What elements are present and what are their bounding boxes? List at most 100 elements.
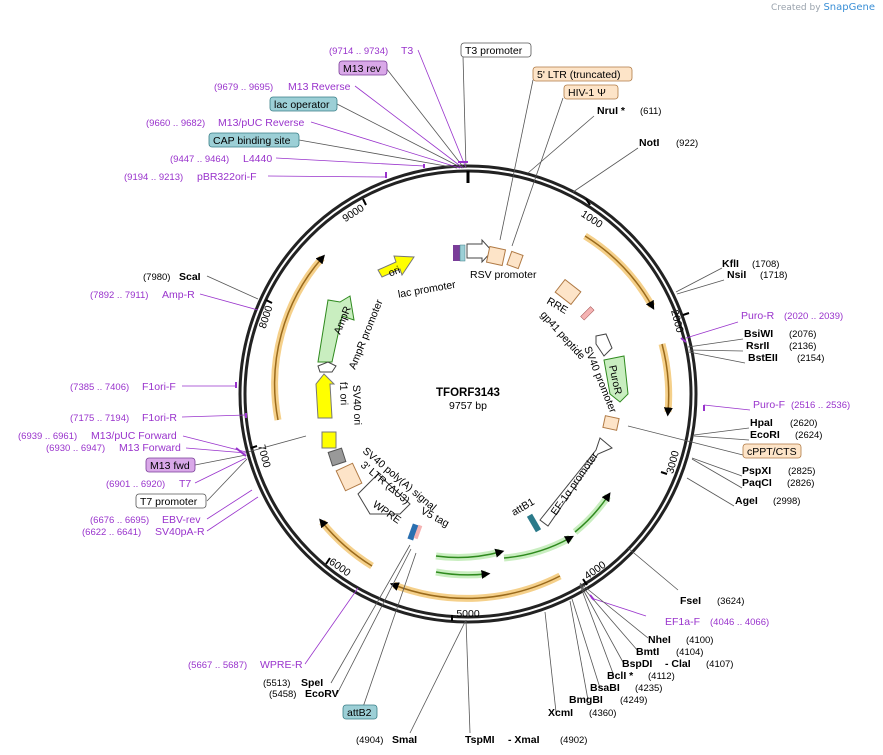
enzyme-tspmi: TspMI <box>465 734 495 746</box>
box-attb2: attB2 <box>347 707 372 719</box>
enzyme-noti: NotI <box>639 137 659 149</box>
feature-gp41-peptide: gp41 peptide <box>538 309 588 362</box>
enzyme-paqci: PaqCI <box>742 477 772 489</box>
enzyme-bcli-pos: (4112) <box>648 671 675 682</box>
enzyme-agei: AgeI <box>735 495 758 507</box>
tick-label-2000: 2000 <box>668 308 686 334</box>
primer-ebv-rev: EBV-rev <box>162 514 201 526</box>
green-arcs <box>435 492 611 579</box>
orf-arcs <box>271 233 673 602</box>
primer-m13puc-forward: M13/pUC Forward <box>91 430 177 442</box>
plasmid-name: TFORF3143 <box>436 387 500 399</box>
enzyme-xcmi: XcmI <box>548 707 573 719</box>
tick-marks <box>250 171 690 621</box>
primer-amp-r-pos: (7892 .. 7911) <box>90 290 148 301</box>
enzyme-bmgbi-pos: (4249) <box>620 695 647 706</box>
primer-t7-pos: (6901 .. 6920) <box>106 479 165 490</box>
enzyme-xmai-pos: (4902) <box>560 735 587 746</box>
primer-l4440: L4440 <box>243 153 272 165</box>
box-cppt-cts: cPPT/CTS <box>747 446 797 458</box>
tick-label-8000: 8000 <box>257 304 276 330</box>
primer-m13puc-reverse: M13/pUC Reverse <box>218 117 305 129</box>
primer-puro-r: Puro-R <box>741 310 775 322</box>
feature-v5-tag: V5 tag <box>419 505 452 530</box>
primer-f1ori-f-pos: (7385 .. 7406) <box>70 382 129 393</box>
primer-marks <box>235 161 705 601</box>
feature-shapes <box>315 238 629 541</box>
enzyme-spei-pos: (5513) <box>263 678 290 689</box>
primer-m13-reverse: M13 Reverse <box>288 81 351 93</box>
primer-pbr322ori-f: pBR322ori-F <box>197 171 257 183</box>
enzyme-xmai: - XmaI <box>508 734 540 746</box>
enzyme-bsteii: BstEII <box>748 352 778 364</box>
primer-ef1a-f-pos: (4046 .. 4066) <box>710 617 769 628</box>
enzyme-bspdi: BspDI <box>622 658 652 670</box>
enzyme-bmti: BmtI <box>636 646 659 658</box>
primer-m13-forward: M13 Forward <box>119 442 181 454</box>
enzyme-bsiwi: BsiWI <box>744 328 773 340</box>
primer-m13-forward-pos: (6930 .. 6947) <box>46 443 105 454</box>
primer-sv40pa-r: SV40pA-R <box>155 526 205 538</box>
enzyme-xcmi-pos: (4360) <box>589 708 616 719</box>
primer-ebv-rev-pos: (6676 .. 6695) <box>90 515 149 526</box>
enzyme-rsrii-pos: (2136) <box>789 341 816 352</box>
tick-label-3000: 3000 <box>664 449 682 475</box>
primer-f1ori-r-pos: (7175 .. 7194) <box>70 413 129 424</box>
box-m13-rev: M13 rev <box>343 63 382 75</box>
enzyme-pspxi-pos: (2825) <box>788 466 815 477</box>
box-t7-promoter: T7 promoter <box>140 496 198 508</box>
enzyme-nhei: NheI <box>648 634 671 646</box>
feature-f1-ori: f1 ori <box>337 382 350 406</box>
enzyme-noti-pos: (922) <box>676 138 698 149</box>
enzyme-fsei-pos: (3624) <box>717 596 744 607</box>
primer-wpre-r-pos: (5667 .. 5687) <box>188 660 247 671</box>
tick-label-1000: 1000 <box>579 208 605 231</box>
enzyme-agei-pos: (2998) <box>773 496 800 507</box>
enzyme-bsabi: BsaBI <box>590 682 620 694</box>
boxed-labels <box>135 42 802 720</box>
box-5-ltr-truncated: 5' LTR (truncated) <box>537 69 621 81</box>
enzyme-nhei-pos: (4100) <box>686 635 713 646</box>
primer-amp-r: Amp-R <box>162 289 195 301</box>
box-cap-binding-site: CAP binding site <box>213 135 291 147</box>
primer-sv40pa-r-pos: (6622 .. 6641) <box>82 527 141 538</box>
enzyme-spei: SpeI <box>301 677 323 689</box>
primer-ef1a-f: EF1a-F <box>665 616 700 628</box>
enzyme-ecorv-pos: (5458) <box>269 689 296 700</box>
tick-label-5000: 5000 <box>456 608 480 620</box>
enzyme-nsii-pos: (1718) <box>760 270 787 281</box>
snapgene-logo: SnapGene <box>823 2 875 13</box>
enzyme-kfli: KflI <box>722 258 739 270</box>
enzyme-rsrii: RsrII <box>746 340 769 352</box>
primer-puro-f-pos: (2516 .. 2536) <box>791 400 850 411</box>
enzyme-hpai: HpaI <box>750 417 773 429</box>
tick-label-7000: 7000 <box>255 443 273 469</box>
enzyme-clai: - ClaI <box>665 658 691 670</box>
box-t3-promoter: T3 promoter <box>465 45 523 57</box>
primer-f1ori-r: F1ori-R <box>142 412 177 424</box>
primer-m13-reverse-pos: (9679 .. 9695) <box>214 82 273 93</box>
primer-t3-pos: (9714 .. 9734) <box>329 46 388 57</box>
primer-f1ori-f: F1ori-F <box>142 381 176 393</box>
feature-lac-promoter: lac promoter <box>397 279 457 301</box>
enzyme-bcli: BclI * <box>607 670 634 682</box>
box-hiv-psi: HIV-1 Ψ <box>568 87 606 99</box>
box-m13-fwd: M13 fwd <box>150 460 190 472</box>
enzyme-ecori: EcoRI <box>750 429 780 441</box>
enzyme-bsiwi-pos: (2076) <box>789 329 816 340</box>
enzyme-ecori-pos: (2624) <box>795 430 822 441</box>
tick-label-9000: 9000 <box>340 202 366 225</box>
enzyme-nrui-pos: (611) <box>640 106 661 117</box>
enzyme-nrui: NruI * <box>597 105 626 117</box>
enzyme-ecorv: EcoRV <box>305 688 339 700</box>
enzyme-bmgbi: BmgBI <box>569 694 603 706</box>
primer-m13puc-reverse-pos: (9660 .. 9682) <box>146 118 205 129</box>
primer-t3: T3 <box>401 45 413 57</box>
primer-puro-r-pos: (2020 .. 2039) <box>784 311 843 322</box>
enzyme-paqci-pos: (2826) <box>787 478 814 489</box>
feature-sv40-ori: SV40 ori <box>350 385 363 426</box>
enzyme-nsii: NsiI <box>727 269 746 281</box>
leader-lines <box>181 49 751 734</box>
primer-l4440-pos: (9447 .. 9464) <box>170 154 229 165</box>
